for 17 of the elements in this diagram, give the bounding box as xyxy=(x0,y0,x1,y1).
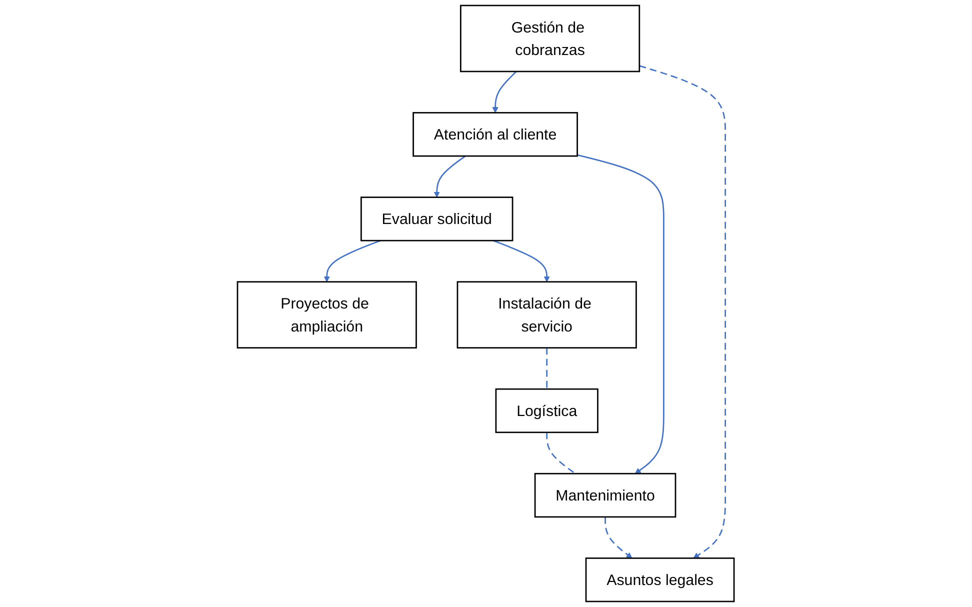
arrow xyxy=(493,240,550,282)
node-box: Mantenimiento xyxy=(534,472,676,518)
arrow xyxy=(639,65,726,558)
arrow xyxy=(492,71,518,113)
connector xyxy=(546,348,548,390)
node-box: Evaluar solicitud xyxy=(360,196,514,242)
arrow xyxy=(604,516,632,558)
node-box: Gestión de cobranzas xyxy=(460,4,640,72)
arrow xyxy=(577,154,665,474)
arrow xyxy=(434,155,466,198)
arrow xyxy=(324,240,381,282)
connector xyxy=(546,432,576,474)
node-box: Instalación de servicio xyxy=(457,281,638,349)
node-box: Proyectos de ampliación xyxy=(237,281,418,349)
node-box: Asuntos legales xyxy=(586,558,735,602)
node-box: Logística xyxy=(496,388,599,434)
node-box: Atención al cliente xyxy=(412,112,578,157)
